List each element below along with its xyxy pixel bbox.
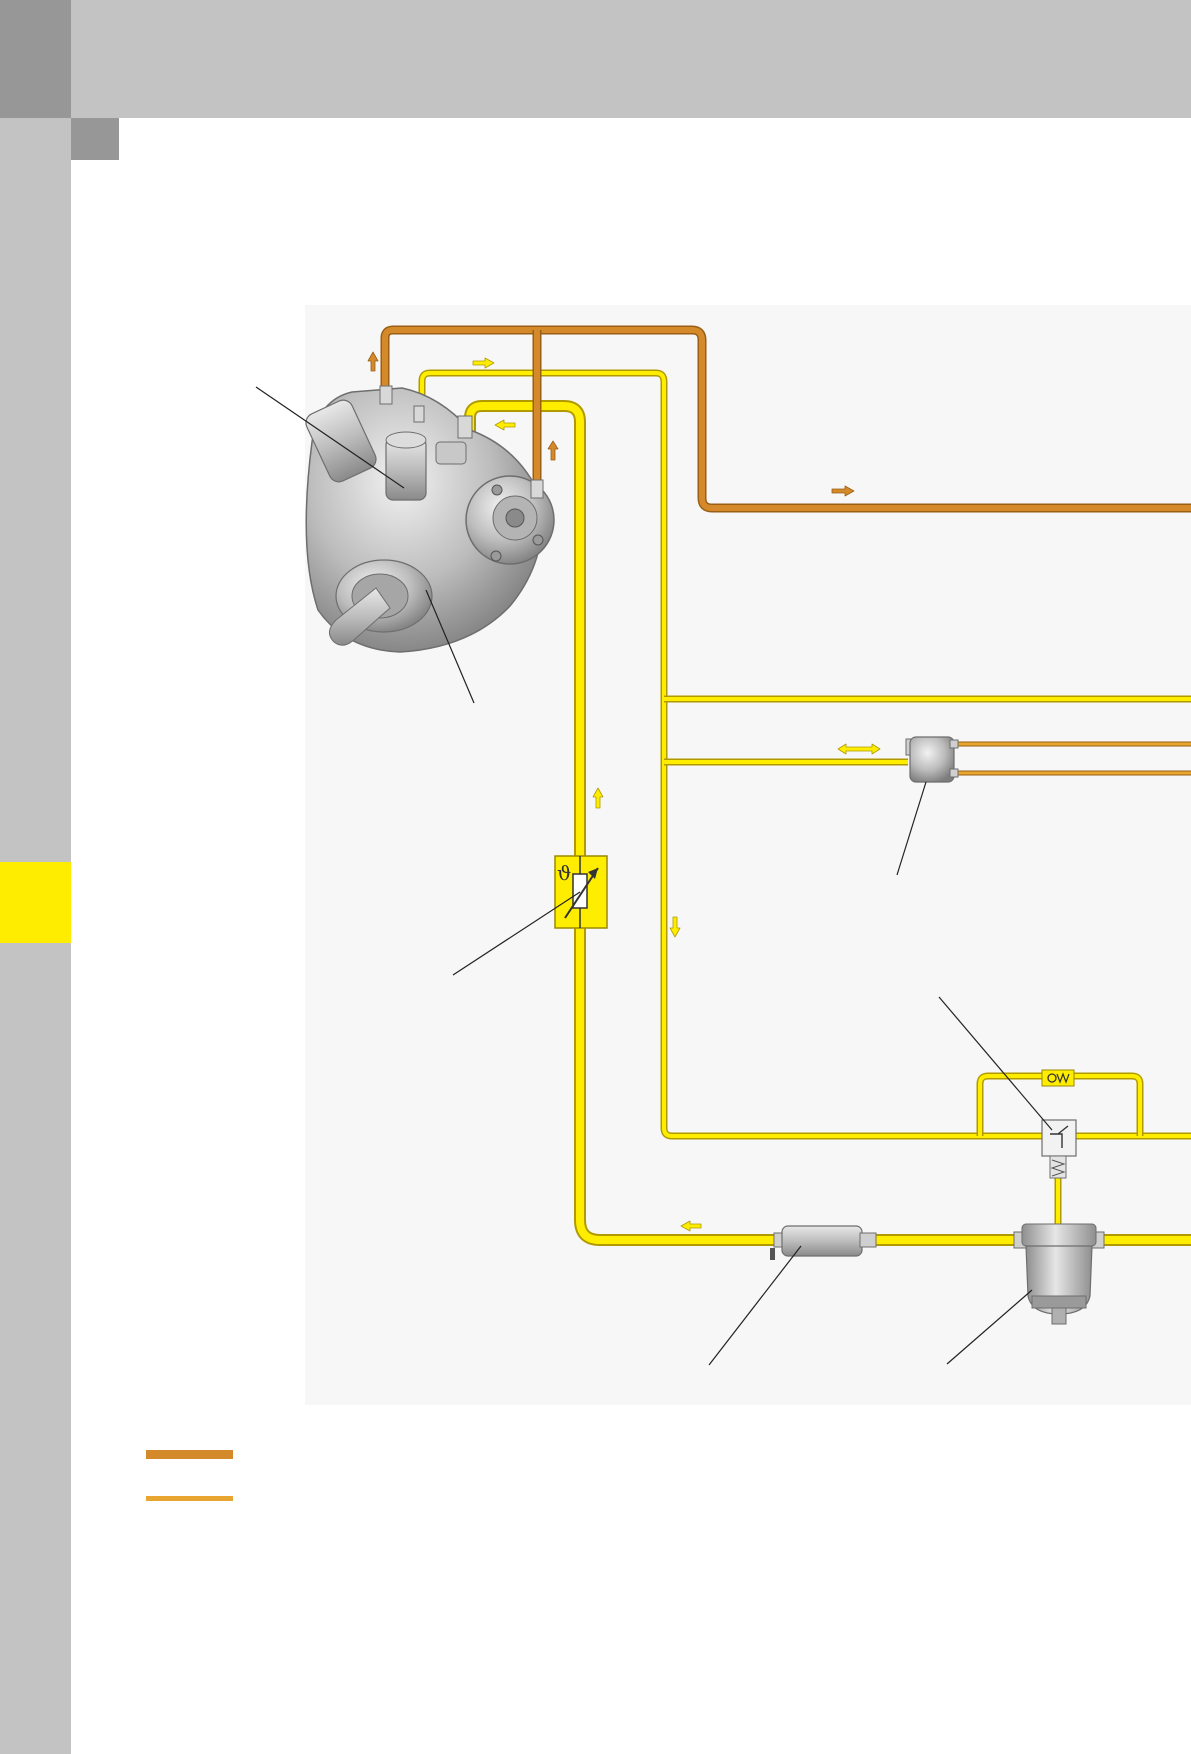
low-pressure-lines — [418, 369, 1191, 1246]
pressure-control-unit[interactable] — [905, 736, 959, 783]
corner-block — [0, 0, 71, 118]
section-marker — [71, 118, 119, 160]
high-pressure-lines — [380, 325, 1191, 776]
legend-high-pressure-line — [146, 1450, 233, 1459]
thermostat-valve[interactable] — [1041, 1069, 1077, 1179]
double-arrow-icon — [837, 743, 881, 755]
arrow-icon — [547, 440, 559, 461]
leader-line-pump-bottom — [425, 589, 475, 704]
arrow-icon — [494, 419, 516, 431]
leader-lines — [255, 386, 1053, 1366]
leader-line-pressure-unit — [896, 781, 927, 876]
fuel-temperature-sensor[interactable]: ϑ — [554, 855, 608, 929]
return-line — [418, 369, 1191, 1226]
leader-line-pump-top — [255, 386, 405, 489]
arrow-icon — [831, 485, 855, 497]
arrow-icon — [680, 1220, 702, 1232]
arrow-icon — [669, 916, 681, 938]
fuel-heater[interactable] — [770, 1225, 877, 1260]
leader-line-temp-sensor — [452, 891, 581, 976]
leader-line-heater — [708, 1245, 802, 1366]
arrow-icon — [472, 357, 495, 369]
arrow-icon — [592, 787, 604, 809]
fuel-filter[interactable] — [1013, 1223, 1105, 1325]
flow-arrows — [367, 351, 881, 1232]
arrow-icon — [367, 351, 379, 372]
leader-line-filter — [946, 1289, 1033, 1365]
leader-line-thermostat — [938, 996, 1053, 1131]
temperature-symbol: ϑ — [557, 861, 571, 885]
main-supply-line — [464, 400, 1191, 1246]
high-pressure-pump[interactable] — [303, 385, 555, 653]
chapter-tab[interactable] — [0, 862, 71, 943]
header-band — [71, 0, 1191, 118]
legend-low-pressure-line — [146, 1496, 233, 1501]
